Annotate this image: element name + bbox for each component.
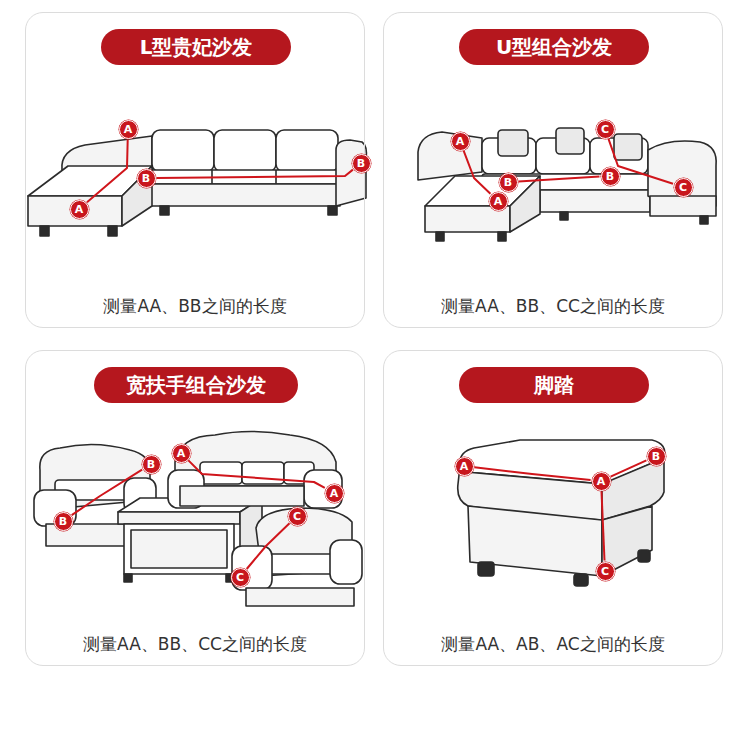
point-letter: C	[601, 566, 609, 577]
point-marker: A	[592, 472, 611, 491]
panel-title: L型贵妃沙发	[140, 35, 253, 59]
measure-line	[611, 460, 647, 476]
title-pill: 脚踏	[459, 367, 649, 403]
point-letter: B	[652, 451, 660, 462]
panel-title: U型组合沙发	[496, 35, 612, 59]
point-marker: B	[647, 447, 666, 466]
point-letter: B	[147, 459, 155, 470]
title-pill: U型组合沙发	[459, 29, 649, 65]
measure-caption: 测量AA、BB、CC之间的长度	[384, 295, 722, 318]
point-marker: B	[352, 154, 371, 173]
measure-line	[72, 470, 142, 515]
product-panel: 测量AA、BB、CC之间的长度U型组合沙发ACABBC	[383, 12, 723, 328]
measure-line	[474, 467, 590, 480]
point-letter: A	[494, 196, 503, 207]
measure-line	[188, 460, 324, 488]
point-marker: C	[674, 178, 693, 197]
point-marker: A	[489, 192, 508, 211]
point-letter: B	[142, 173, 150, 184]
measure-caption: 测量AA、AB、AC之间的长度	[384, 633, 722, 656]
point-marker: B	[499, 173, 518, 192]
point-letter: A	[460, 461, 469, 472]
point-letter: B	[504, 177, 512, 188]
l-sofa-drawing	[28, 130, 367, 236]
point-marker: A	[172, 444, 191, 463]
measure-caption: 测量AA、BB、CC之间的长度	[26, 633, 364, 656]
point-letter: A	[75, 204, 84, 215]
measure-line	[157, 170, 353, 178]
point-letter: A	[330, 488, 339, 499]
point-marker: B	[54, 512, 73, 531]
point-marker: A	[325, 484, 344, 503]
panel-title: 脚踏	[534, 373, 574, 397]
point-letter: A	[597, 476, 606, 487]
measure-caption: 测量AA、BB之间的长度	[26, 295, 364, 318]
point-marker: C	[596, 120, 615, 139]
point-letter: C	[679, 182, 687, 193]
footstool-drawing	[458, 440, 665, 586]
point-marker: A	[451, 132, 470, 151]
measure-line	[519, 177, 600, 182]
u-sofa-drawing	[418, 128, 716, 241]
product-panel: 测量AA、BB、CC之间的长度宽扶手组合沙发 A B A C B C	[25, 350, 365, 666]
point-letter: A	[124, 124, 133, 135]
measure-line	[247, 523, 290, 569]
point-letter: C	[293, 511, 301, 522]
product-panel: 测量AA、BB之间的长度 L型贵妃沙发 A A B B	[25, 12, 365, 328]
point-letter: B	[59, 516, 67, 527]
product-panel: 测量AA、AB、AC之间的长度脚踏 B A A C	[383, 350, 723, 666]
point-letter: A	[177, 448, 186, 459]
title-pill: L型贵妃沙发	[101, 29, 291, 65]
wide-arm-sofa-drawing	[34, 432, 362, 607]
point-marker: A	[70, 200, 89, 219]
point-marker: C	[231, 568, 250, 587]
measure-line	[602, 492, 605, 561]
point-marker: A	[455, 457, 474, 476]
point-marker: C	[596, 562, 615, 581]
title-pill: 宽扶手组合沙发	[94, 367, 298, 403]
point-marker: B	[142, 455, 161, 474]
point-marker: A	[119, 120, 138, 139]
point-letter: A	[456, 136, 465, 147]
point-letter: B	[606, 171, 614, 182]
point-letter: C	[236, 572, 244, 583]
measure-line	[464, 151, 491, 194]
point-letter: C	[601, 124, 609, 135]
point-letter: B	[357, 158, 365, 169]
measure-line	[87, 140, 128, 203]
point-marker: B	[601, 167, 620, 186]
panel-title: 宽扶手组合沙发	[126, 373, 266, 397]
point-marker: C	[288, 507, 307, 526]
point-marker: B	[137, 169, 156, 188]
